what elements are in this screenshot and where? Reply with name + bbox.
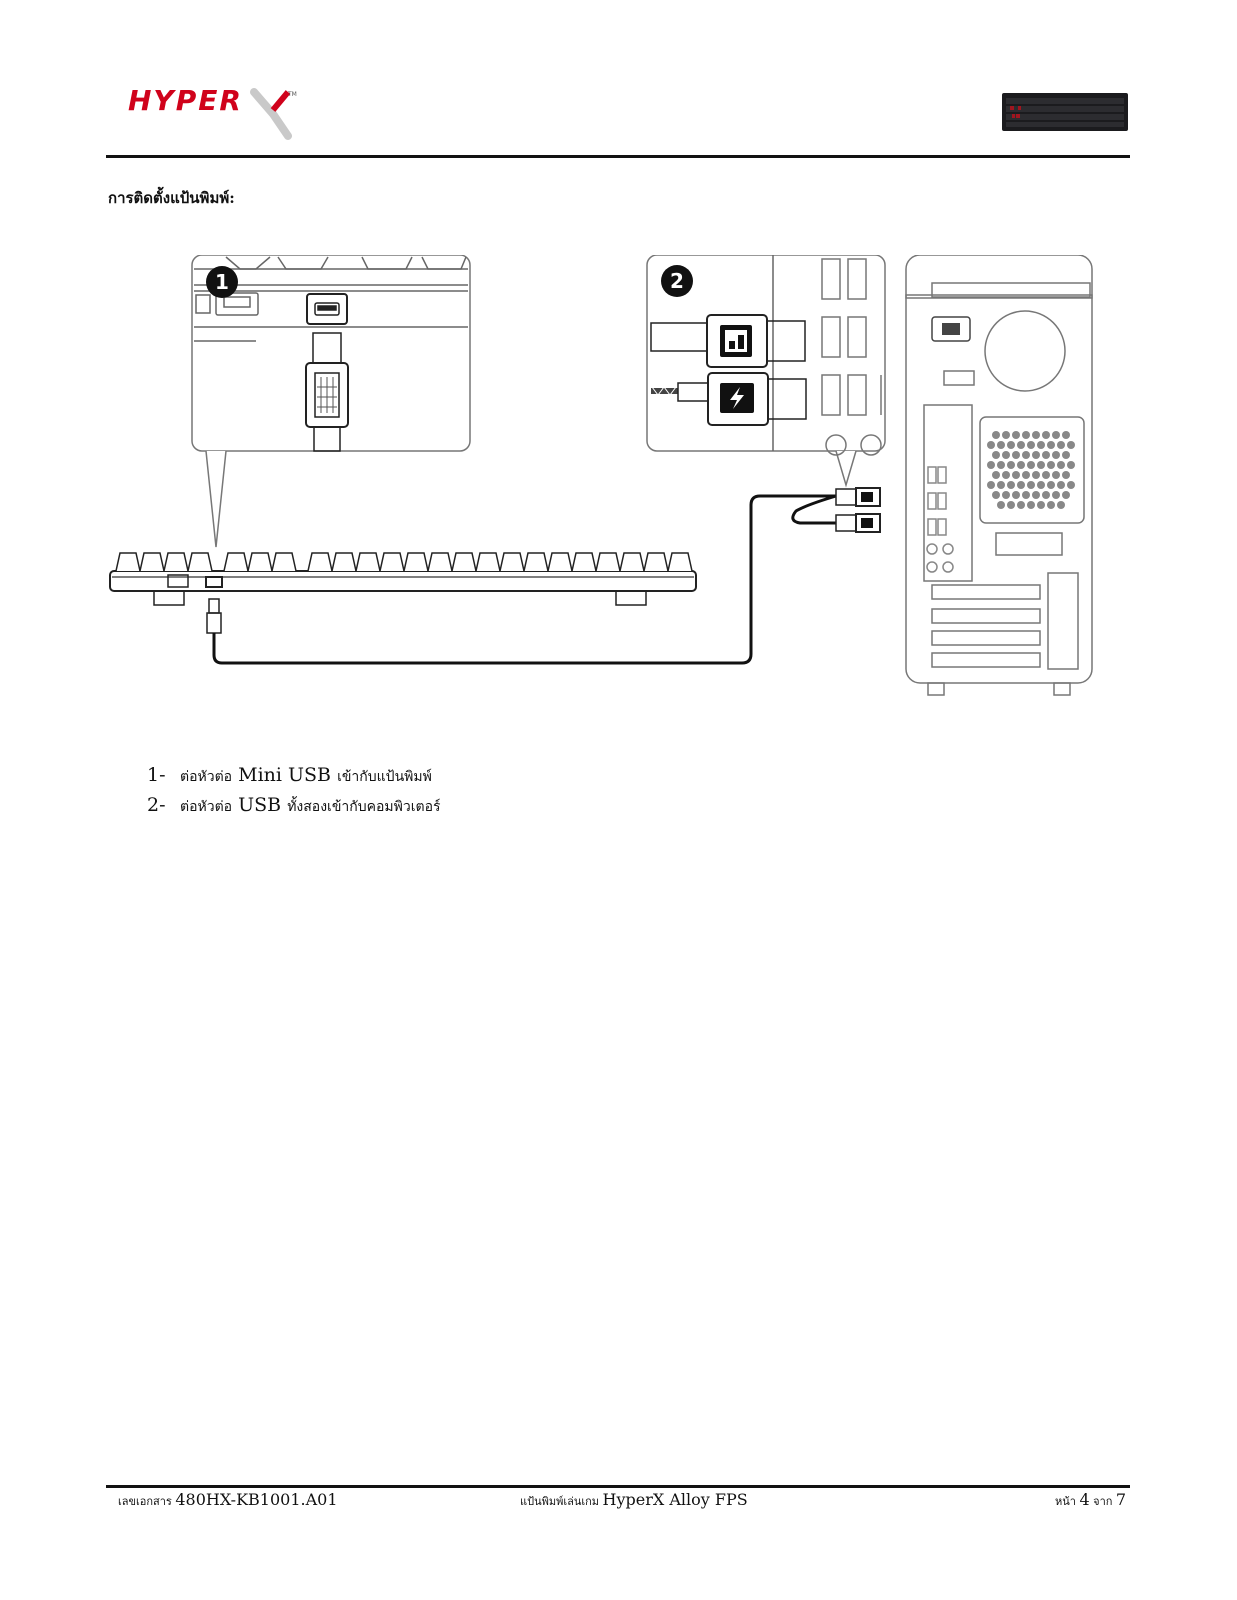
callout-badge-1: 1 bbox=[206, 266, 238, 298]
header-rule bbox=[106, 155, 1130, 158]
svg-text:HYPER: HYPER bbox=[128, 84, 243, 117]
hyperx-logo: HYPER TM bbox=[128, 84, 303, 144]
callout-number-1: 1 bbox=[215, 270, 229, 294]
footer-page-of: จาก bbox=[1089, 1495, 1116, 1508]
step-number: 1- bbox=[147, 764, 166, 786]
callout-panel-1: 1 bbox=[191, 254, 471, 548]
footer-page-number: หน้า 4 จาก 7 bbox=[1055, 1490, 1126, 1510]
footer-product-value: HyperX Alloy FPS bbox=[602, 1490, 748, 1509]
callout-number-2: 2 bbox=[670, 269, 684, 293]
footer-page-current: 4 bbox=[1079, 1490, 1090, 1509]
step-2: 2- ต่อหัวต่อ USB ทั้งสองเข้ากับคอมพิวเตอ… bbox=[147, 794, 441, 818]
section-heading: การติดตั้งแป้นพิมพ์: bbox=[108, 189, 235, 207]
callout-badge-2: 2 bbox=[661, 265, 693, 297]
step-text-suffix: ทั้งสองเข้ากับคอมพิวเตอร์ bbox=[287, 799, 441, 815]
step-text-suffix: เข้ากับแป้นพิมพ์ bbox=[337, 769, 432, 785]
step-text-connector: USB bbox=[238, 794, 282, 816]
footer-rule bbox=[106, 1485, 1130, 1488]
step-number: 2- bbox=[147, 794, 166, 816]
keyboard-side-view-icon bbox=[109, 552, 697, 606]
footer-doc-label: เลขเอกสาร bbox=[118, 1495, 176, 1508]
svg-text:TM: TM bbox=[287, 91, 297, 98]
step-text-prefix: ต่อหัวต่อ bbox=[180, 799, 233, 815]
step-text-connector: Mini USB bbox=[238, 764, 332, 786]
callout-panel-2: 2 bbox=[646, 254, 886, 488]
footer-product-label: แป้นพิมพ์เล่นเกม bbox=[520, 1495, 603, 1508]
footer-page-label: หน้า bbox=[1055, 1495, 1080, 1508]
installation-diagram: 1 bbox=[106, 254, 1130, 710]
usb-data-plug bbox=[650, 314, 806, 368]
usb-cable bbox=[206, 487, 881, 665]
footer-product-name: แป้นพิมพ์เล่นเกม HyperX Alloy FPS bbox=[520, 1490, 748, 1510]
usb-power-plug bbox=[651, 372, 807, 426]
desktop-pc-tower-icon bbox=[905, 254, 1093, 696]
usb-power-bolt-icon bbox=[720, 383, 754, 413]
footer-page-total: 7 bbox=[1115, 1490, 1127, 1509]
footer-doc-value: 480HX-KB1001.A01 bbox=[175, 1490, 338, 1509]
step-text-prefix: ต่อหัวต่อ bbox=[180, 769, 233, 785]
usb-data-icon bbox=[720, 325, 752, 357]
step-1: 1- ต่อหัวต่อ Mini USB เข้ากับแป้นพิมพ์ bbox=[147, 764, 432, 788]
keyboard-thumbnail-image bbox=[1002, 93, 1128, 131]
footer-document-number: เลขเอกสาร 480HX-KB1001.A01 bbox=[118, 1490, 338, 1510]
mini-usb-port-icon bbox=[314, 302, 340, 316]
mini-usb-plug bbox=[305, 332, 349, 452]
